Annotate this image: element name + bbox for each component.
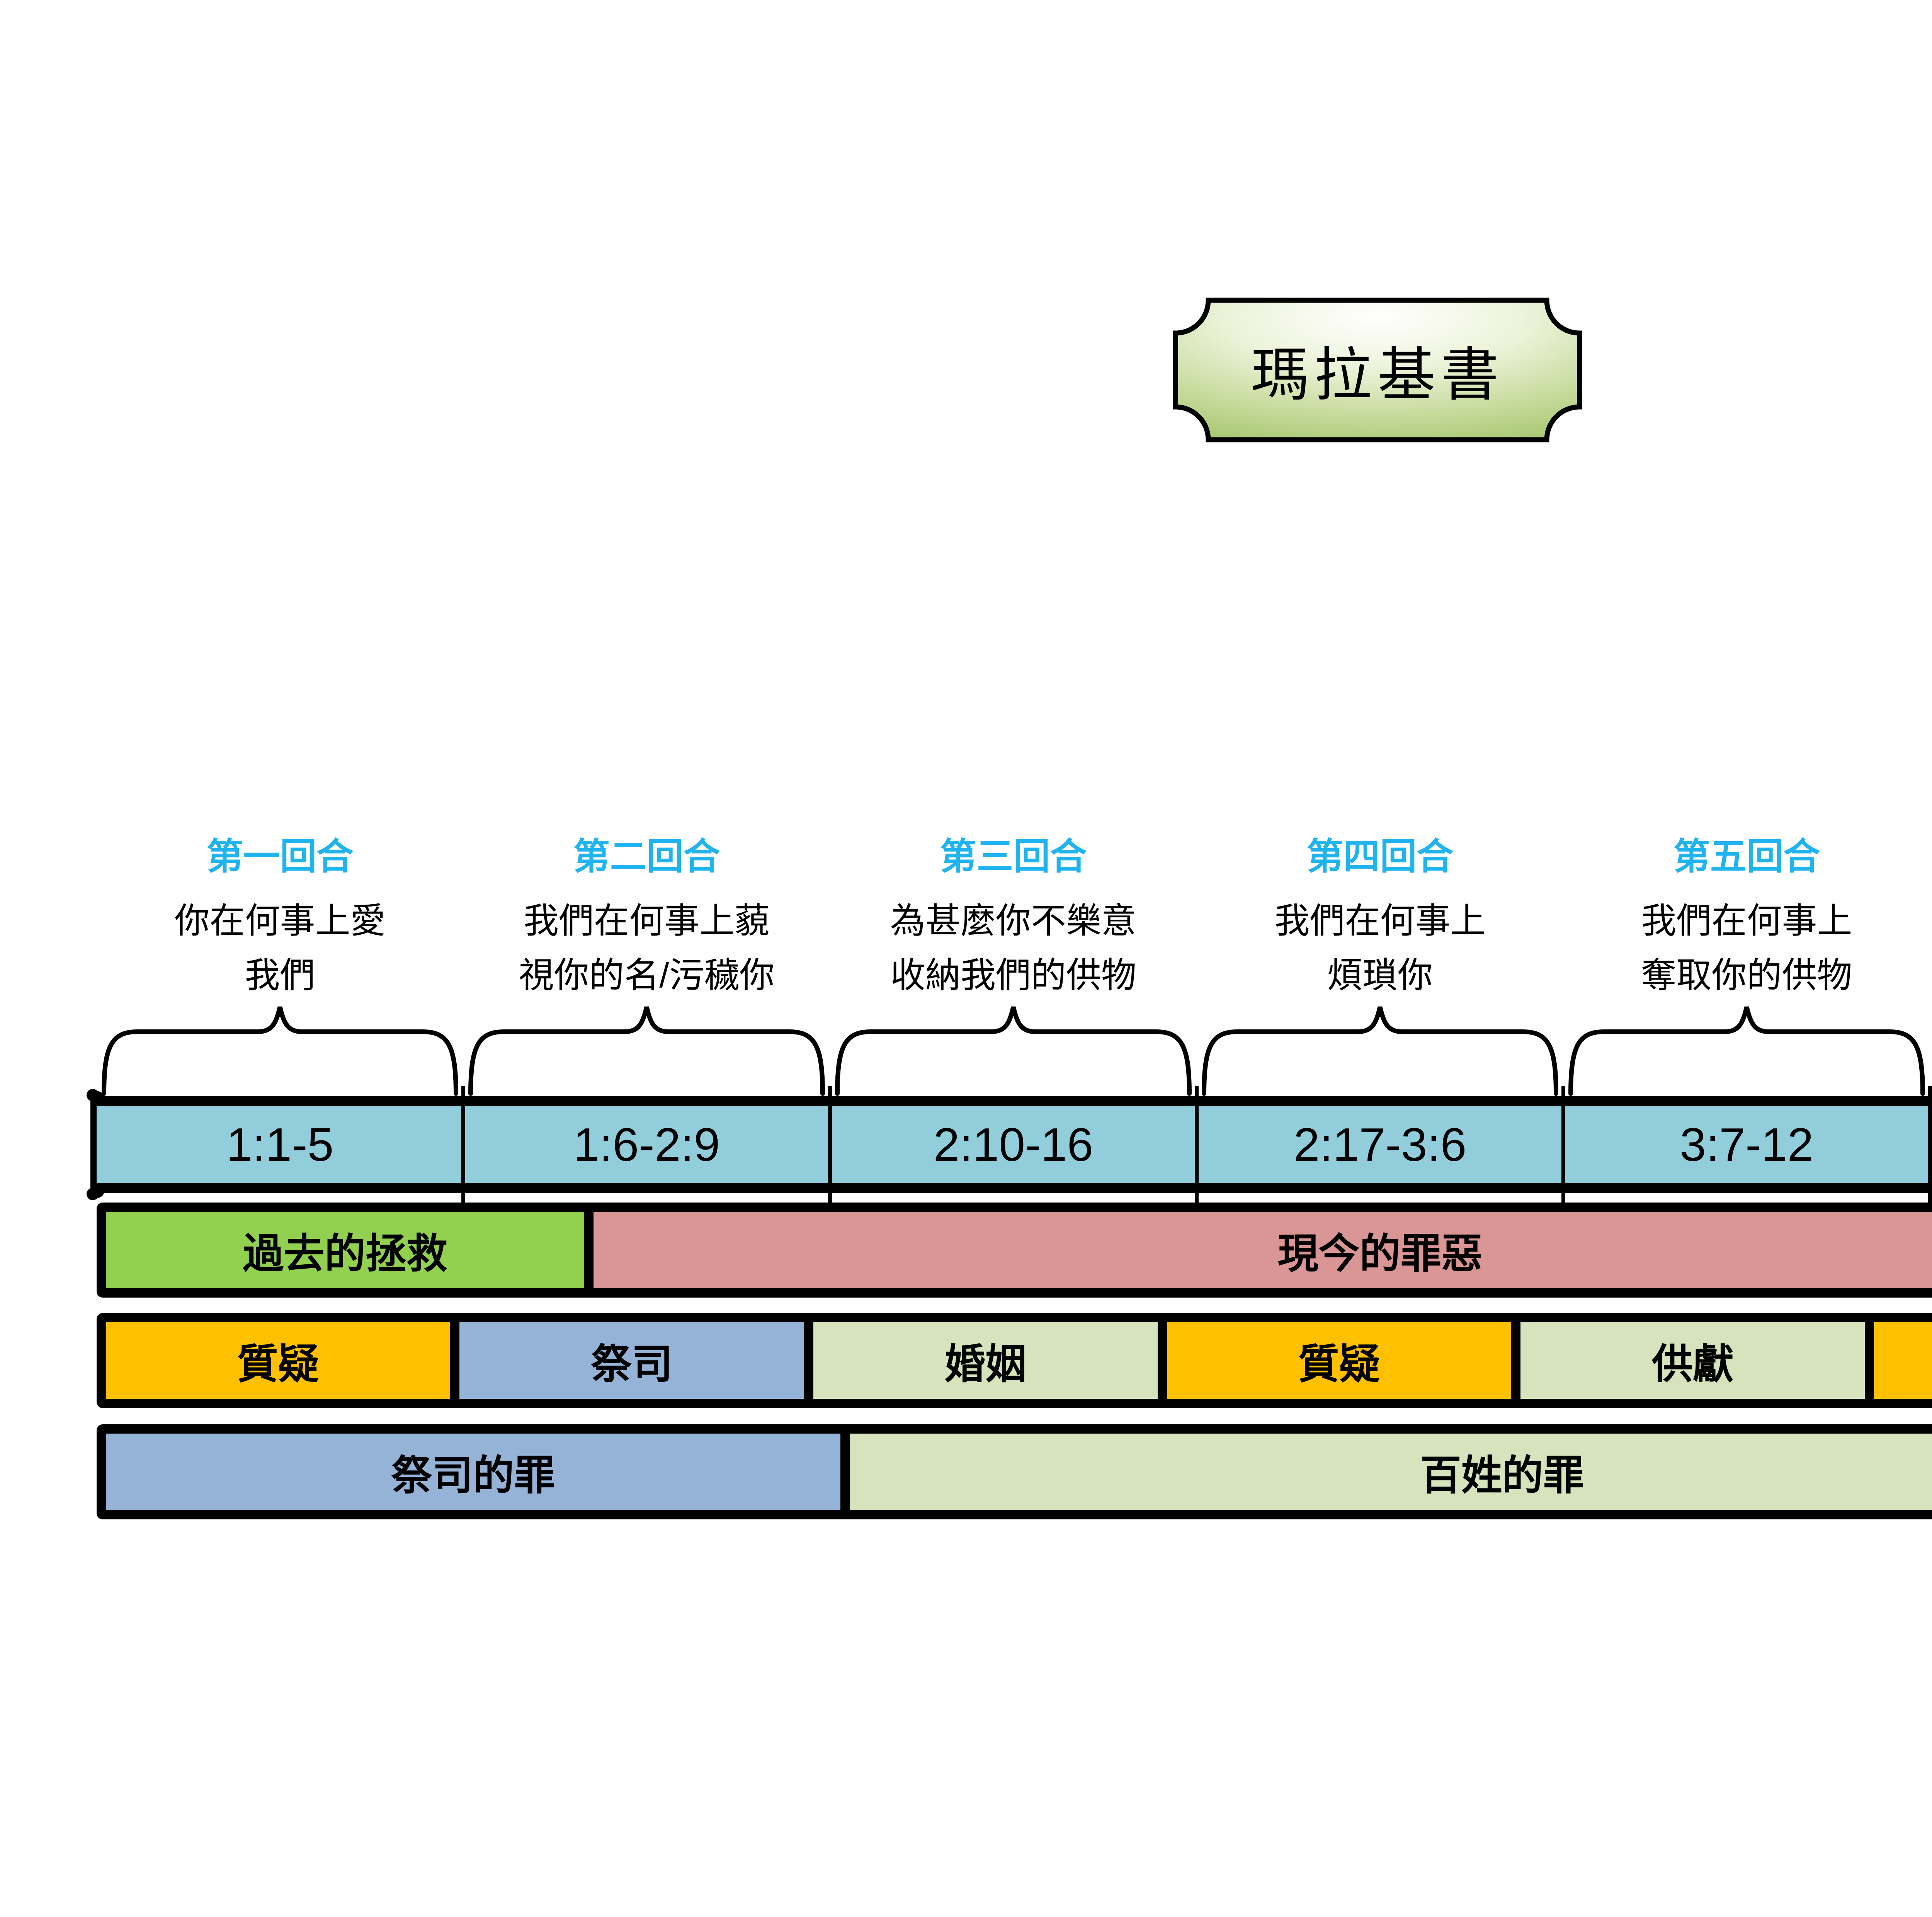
brace-decoration: [1568, 1004, 1925, 1097]
round-title: 第六回合: [1930, 827, 1932, 880]
era-cell: 現今的罪惡: [594, 1212, 1932, 1288]
theme-cell: 質疑: [1874, 1322, 1932, 1399]
scripture-reference-cell: 2:10-16: [830, 1106, 1197, 1183]
round-question: 我們用甚麼話 頂撞了你: [1930, 894, 1932, 1003]
round-question: 我們在何事上 煩瑣你: [1274, 902, 1486, 995]
round-title: 第一回合: [206, 836, 354, 877]
curly-brace: [835, 1006, 1192, 1096]
theme-band-row: 質疑祭司婚姻質疑供獻質疑主必再來: [97, 1313, 1932, 1408]
theme-cell: 供獻: [1520, 1322, 1865, 1399]
round-title: 第五回合: [1673, 836, 1820, 877]
group-band-row: 祭司的罪百姓的罪敬畏神的人: [97, 1424, 1932, 1519]
curly-brace: [102, 1006, 458, 1096]
scripture-timeline: 1:1-51:6-2:92:10-162:17-3:63:7-123:13-15…: [87, 1086, 1932, 1203]
round-title: 第三回合: [940, 836, 1087, 877]
page-title: 瑪拉基書: [1250, 342, 1504, 407]
round-question: 我們在何事上藐 視你的名/污穢你: [519, 902, 775, 995]
round-column: 第四回合我們在何事上 煩瑣你: [1197, 827, 1563, 1003]
timeline-bottom-bar: [97, 1183, 1932, 1193]
scripture-reference-cell: 3:7-12: [1563, 1106, 1930, 1183]
scripture-reference-cell: 2:17-3:6: [1197, 1106, 1563, 1183]
round-question: 你在何事上愛 我們: [174, 902, 386, 995]
timeline-top-bar: [97, 1096, 1932, 1106]
theme-cell: 祭司: [459, 1322, 804, 1399]
curly-brace: [1568, 1006, 1925, 1096]
timeline-divider: [1195, 1086, 1199, 1203]
timeline-divider: [461, 1086, 465, 1203]
round-title: 第四回合: [1306, 836, 1454, 877]
theme-cell: 婚姻: [813, 1322, 1158, 1399]
group-cell: 百姓的罪: [849, 1434, 1932, 1510]
era-band-row: 過去的拯救現今的罪惡未來的審判: [97, 1203, 1932, 1298]
brace-decoration: [1202, 1004, 1558, 1097]
round-title: 第二回合: [573, 836, 720, 877]
round-column: 第五回合我們在何事上 奪取你的供物: [1563, 827, 1930, 1003]
curly-brace: [468, 1006, 825, 1096]
theme-cell: 質疑: [1167, 1322, 1512, 1399]
timeline-divider: [1561, 1086, 1565, 1203]
book-title-plaque: 瑪拉基書: [1173, 298, 1582, 442]
round-question: 我們在何事上 奪取你的供物: [1641, 902, 1852, 995]
timeline-divider: [828, 1086, 832, 1203]
scripture-reference-cell: 1:6-2:9: [463, 1106, 830, 1183]
scripture-reference-cell: 1:1-5: [97, 1106, 463, 1183]
plaque-shape: [1173, 298, 1582, 442]
era-cell: 過去的拯救: [106, 1212, 585, 1288]
brace-decoration: [835, 1004, 1192, 1097]
brace-decoration: [468, 1004, 825, 1097]
group-cell: 祭司的罪: [106, 1434, 840, 1510]
theme-cell: 質疑: [106, 1322, 451, 1399]
round-question: 為甚麼你不樂意 收納我們的供物: [890, 902, 1136, 995]
round-column: 第二回合我們在何事上藐 視你的名/污穢你: [463, 827, 830, 1003]
curly-brace: [1202, 1006, 1558, 1096]
round-column: 第三回合為甚麼你不樂意 收納我們的供物: [830, 827, 1197, 1003]
round-column: 第一回合你在何事上愛 我們: [97, 827, 463, 1003]
round-column: 第六回合我們用甚麼話 頂撞了你: [1930, 827, 1932, 1003]
timeline-divider: [1928, 1086, 1932, 1203]
brace-decoration: [102, 1004, 458, 1097]
